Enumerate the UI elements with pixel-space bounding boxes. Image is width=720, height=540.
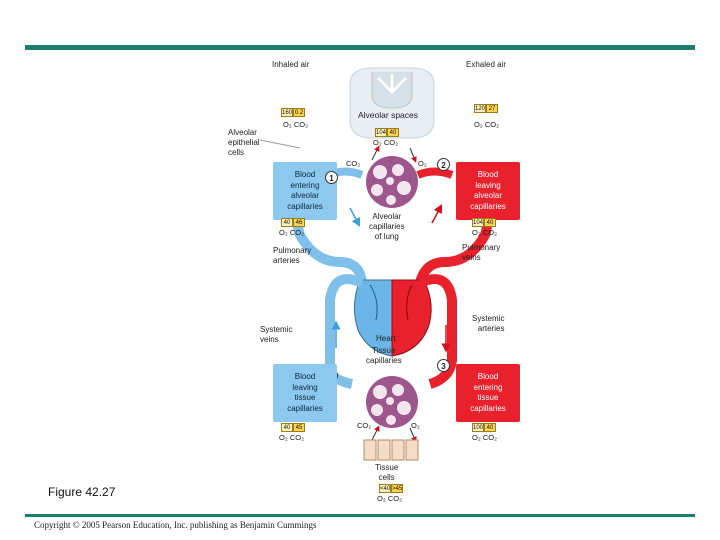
- blood-leaving-alveolar-values: 104 40: [472, 218, 496, 227]
- blood-entering-tissue-o2-value: 100: [472, 423, 484, 432]
- systemic-circuit: [325, 274, 457, 389]
- exhaled-o2-value: 120: [474, 104, 486, 113]
- inhaled-gas-values: 160 0.2: [281, 108, 305, 117]
- blood-entering-tissue-box: Blood entering tissue capillaries: [456, 364, 520, 422]
- blood-entering-alveolar-o2-value: 40: [281, 218, 293, 227]
- gas-exchange-arrows: [371, 145, 417, 443]
- alveolar-co2-exchange-label: CO₂: [346, 159, 361, 168]
- alveolar-gas-values: 104 40: [375, 128, 399, 137]
- inhaled-o2-value: 160: [281, 108, 293, 117]
- tissue-capillary-bed: [366, 376, 418, 428]
- heart: [354, 279, 432, 357]
- blood-entering-alveolar-co2-value: 46: [293, 218, 305, 227]
- inhaled-co2-label: CO₂: [293, 120, 309, 129]
- blood-entering-tissue-labels: O₂ CO₂: [472, 433, 498, 442]
- blood-leaving-alveolar-labels: O₂ CO₂: [472, 228, 498, 237]
- alveolar-o2-label: O₂: [373, 138, 382, 147]
- alveolar-epithelium: [259, 139, 301, 149]
- inhaled-o2-label: O₂: [283, 120, 292, 129]
- tissue-cells-label: Tissue cells: [375, 463, 399, 482]
- systemic-veins-label: Systemic veins: [260, 325, 293, 344]
- blood-leaving-alveolar-box: Blood leaving alveolar capillaries: [456, 162, 520, 220]
- heart-label: Heart: [376, 334, 396, 343]
- systemic-arteries-label: Systemic arteries: [472, 314, 505, 333]
- blood-leaving-alveolar-o2-value: 104: [472, 218, 484, 227]
- tissue-cells-co2-value: >45: [391, 484, 403, 493]
- blood-entering-tissue-co2-value: 40: [484, 423, 496, 432]
- blood-leaving-alveolar-co2-value: 40: [484, 218, 496, 227]
- blood-entering-alveolar-labels: O₂ CO₂: [279, 228, 305, 237]
- top-rule: [25, 45, 695, 50]
- tissue-co2-exchange-label: CO₂: [357, 421, 372, 430]
- tissue-cells-values: <40 >45: [379, 484, 403, 493]
- exhaled-o2-label: O₂: [474, 120, 483, 129]
- alveolar-co2-label: CO₂: [383, 138, 399, 147]
- inhaled-gas-labels: O₂ CO₂: [283, 120, 308, 129]
- blood-leaving-tissue-box: Blood leaving tissue capillaries: [273, 364, 337, 422]
- pulmonary-arteries-label: Pulmonary arteries: [273, 246, 312, 265]
- exhaled-co2-label: CO₂: [484, 120, 500, 129]
- figure-label: Figure 42.27: [48, 485, 116, 499]
- blood-leaving-tissue-o2-value: 40: [281, 423, 293, 432]
- blood-leaving-tissue-labels: O₂ CO₂: [279, 433, 305, 442]
- blood-entering-alveolar-values: 40 46: [281, 218, 305, 227]
- tissue-o2-exchange-label: O₂: [411, 421, 420, 430]
- alveolar-capillaries-label: Alveolar capillaries of lung: [369, 212, 405, 241]
- alveolar-co2-value: 40: [387, 128, 399, 137]
- inhaled-air-label: Inhaled air: [272, 60, 310, 69]
- alveolar-spaces-label: Alveolar spaces: [358, 110, 419, 120]
- step-1-marker: 1: [325, 171, 338, 184]
- alveolar-epithelial-cells-label: Alveolar epithelial cells: [228, 128, 260, 157]
- inhaled-co2-value: 0.2: [293, 108, 305, 117]
- exhaled-gas-labels: O₂ CO₂: [474, 120, 499, 129]
- step-3-marker: 3: [437, 359, 450, 372]
- step-2-marker: 2: [437, 158, 450, 171]
- blood-entering-alveolar-box: Blood entering alveolar capillaries: [273, 162, 337, 220]
- pulmonary-veins-label: Pulmonary veins: [462, 243, 501, 262]
- tissue-cells: [363, 439, 419, 461]
- blood-leaving-tissue-co2-value: 45: [293, 423, 305, 432]
- alveolar-o2-exchange-label: O₂: [418, 159, 427, 168]
- alveolar-capillary-bed: [366, 156, 418, 208]
- bottom-rule: [25, 514, 695, 517]
- exhaled-co2-value: 27: [486, 104, 498, 113]
- blood-entering-tissue-values: 100 40: [472, 423, 496, 432]
- blood-leaving-tissue-values: 40 45: [281, 423, 305, 432]
- copyright: Copyright © 2005 Pearson Education, Inc.…: [34, 520, 317, 530]
- alveolar-gas-labels: O₂ CO₂: [373, 138, 398, 147]
- tissue-cells-labels: O₂ CO₂: [377, 494, 403, 503]
- alveolar-o2-value: 104: [375, 128, 387, 137]
- tissue-cells-o2-value: <40: [379, 484, 391, 493]
- airway: [349, 67, 435, 139]
- exhaled-air-label: Exhaled air: [466, 60, 507, 69]
- exhaled-gas-values: 120 27: [474, 104, 498, 113]
- tissue-capillaries-label: Tissue capillaries: [366, 346, 402, 365]
